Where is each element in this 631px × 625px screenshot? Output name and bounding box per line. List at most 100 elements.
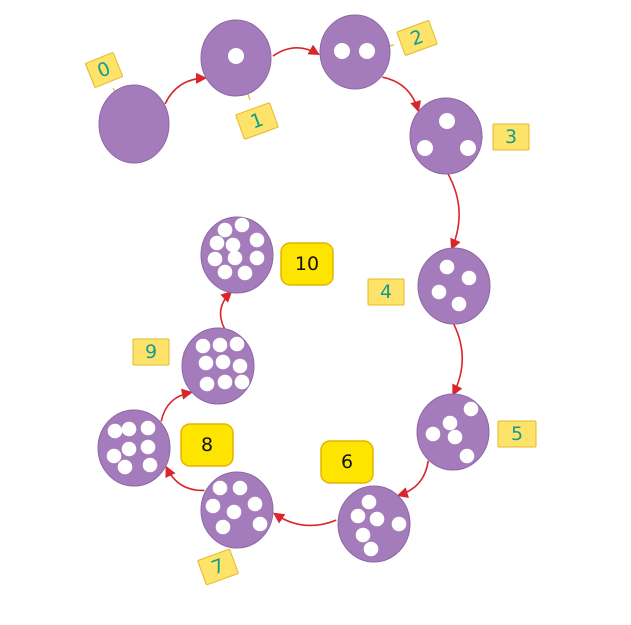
- dot-7-3: [205, 498, 221, 514]
- node-4: [417, 247, 491, 325]
- dot-10-4: [209, 235, 225, 251]
- dot-4-4: [451, 296, 467, 312]
- dot-8-3: [140, 420, 156, 436]
- dot-5-4: [447, 429, 463, 445]
- arrow-4-to-5: [452, 323, 463, 396]
- node-1: [200, 19, 272, 97]
- dot-6-2: [350, 508, 366, 524]
- dot-7-6: [215, 519, 231, 535]
- dot-5-5: [459, 448, 475, 464]
- label-9: 9: [132, 338, 170, 366]
- node-9: [181, 327, 255, 405]
- dot-10-7: [207, 251, 223, 267]
- label-8: 8: [180, 423, 234, 467]
- dot-10-1: [217, 222, 233, 238]
- arrows-layer: [160, 44, 463, 527]
- arrow-7-to-8: [165, 465, 205, 492]
- dot-4-2: [461, 270, 477, 286]
- dot-5-2: [442, 415, 458, 431]
- dot-6-3: [369, 511, 385, 527]
- dot-8-4: [106, 448, 122, 464]
- dot-6-1: [361, 494, 377, 510]
- arrow-5-to-6: [396, 460, 429, 498]
- circle-0: [98, 84, 170, 164]
- dot-6-6: [363, 541, 379, 557]
- dot-9-1: [195, 338, 211, 354]
- label-box-10: [280, 242, 334, 286]
- dot-7-4: [226, 504, 242, 520]
- dot-9-3: [229, 336, 245, 352]
- arrow-2-to-3: [382, 76, 422, 113]
- dot-10-6: [249, 250, 265, 266]
- dot-5-3: [425, 426, 441, 442]
- node-10: [200, 216, 274, 294]
- label-box-0: [85, 52, 123, 88]
- label-box-5: [497, 420, 537, 448]
- dot-8-5: [121, 441, 137, 457]
- dot-9-9: [234, 374, 250, 390]
- node-2: [319, 14, 391, 90]
- label-box-4: [367, 278, 405, 306]
- label-box-7: [197, 548, 239, 586]
- label-box-6: [320, 440, 374, 484]
- node-3: [409, 97, 483, 175]
- dot-7-5: [247, 496, 263, 512]
- label-4: 4: [367, 278, 405, 306]
- label-1: 1: [235, 102, 279, 140]
- dot-3-2: [417, 140, 433, 156]
- label-5: 5: [497, 420, 537, 448]
- dot-10-5: [225, 237, 241, 253]
- dot-4-3: [431, 284, 447, 300]
- dot-9-5: [215, 354, 231, 370]
- dot-8-6: [140, 439, 156, 455]
- dot-9-6: [232, 358, 248, 374]
- label-box-9: [132, 338, 170, 366]
- dot-5-1: [463, 401, 479, 417]
- dot-4-1: [439, 259, 455, 275]
- node-7: [200, 471, 274, 549]
- label-text-3: 3: [505, 126, 517, 148]
- circle-3: [409, 97, 483, 175]
- dot-3-3: [460, 140, 476, 156]
- arrow-9-to-10: [219, 290, 233, 329]
- dot-6-4: [391, 516, 407, 532]
- dot-7-7: [252, 516, 268, 532]
- node-5: [416, 393, 490, 471]
- label-6: 6: [320, 440, 374, 484]
- label-box-2: [396, 20, 438, 56]
- dot-9-7: [199, 376, 215, 392]
- dot-2-1: [334, 43, 350, 59]
- dot-8-8: [142, 457, 158, 473]
- dot-10-2: [234, 217, 250, 233]
- label-text-6: 6: [341, 451, 353, 473]
- dot-10-3: [249, 232, 265, 248]
- label-box-1: [235, 102, 279, 140]
- label-text-10: 10: [295, 253, 319, 275]
- label-text-4: 4: [380, 281, 392, 303]
- circles-layer: [97, 14, 491, 563]
- label-2: 2: [396, 20, 438, 56]
- label-text-8: 8: [201, 434, 213, 456]
- circle-4: [417, 247, 491, 325]
- dot-7-2: [232, 480, 248, 496]
- dot-9-2: [212, 337, 228, 353]
- label-box-8: [180, 423, 234, 467]
- dot-10-9: [217, 264, 233, 280]
- node-6: [337, 485, 411, 563]
- dot-2-2: [359, 43, 375, 59]
- label-text-9: 9: [145, 341, 157, 363]
- circle-2: [319, 14, 391, 90]
- dot-10-8: [227, 250, 243, 266]
- dot-3-1: [439, 113, 455, 129]
- arrow-1-to-2: [272, 44, 320, 57]
- label-10: 10: [280, 242, 334, 286]
- dot-6-5: [355, 527, 371, 543]
- arrow-0-to-1: [164, 72, 208, 105]
- dot-10-10: [237, 265, 253, 281]
- dot-9-8: [217, 374, 233, 390]
- node-8: [97, 409, 171, 487]
- dot-7-1: [212, 480, 228, 496]
